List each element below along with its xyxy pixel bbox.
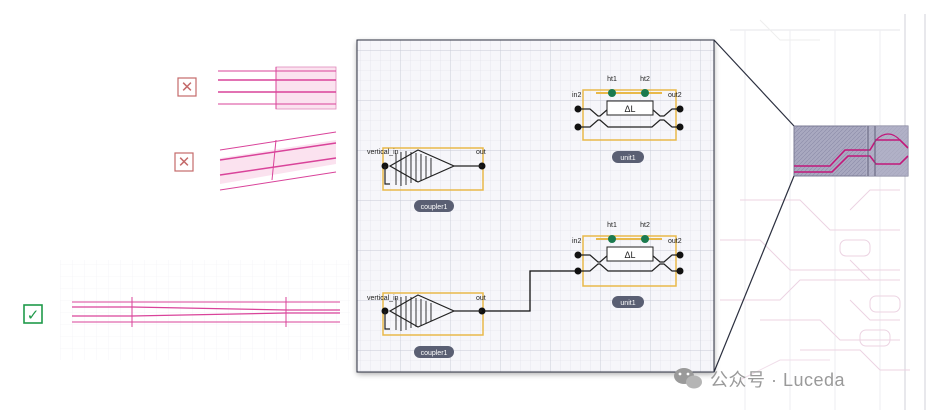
valid-marker: ✓ [23, 304, 43, 324]
circuit-panel [356, 39, 715, 373]
coupler-block-bottom: vertical_in out coupler1 [367, 292, 486, 358]
right-background-layout [720, 14, 926, 410]
component-name: coupler1 [421, 350, 448, 357]
waveguide-example-2 [219, 131, 337, 191]
cross-icon: ✕ [178, 154, 191, 171]
cross-icon: ✕ [181, 79, 194, 96]
heater-port [608, 89, 616, 97]
port-label: out2 [668, 238, 682, 245]
watermark-text: 公众号 · Luceda [710, 370, 846, 390]
port-label: out [476, 295, 486, 302]
heater-label: ht1 [607, 76, 617, 83]
component-name: unit1 [620, 300, 635, 307]
heater-port [641, 89, 649, 97]
heater-label: ht1 [607, 222, 617, 229]
port-label: vertical_in [367, 295, 399, 302]
component-name: coupler1 [421, 204, 448, 211]
port-label: in2 [572, 238, 581, 245]
component-tag [612, 296, 644, 308]
heater-port [608, 235, 616, 243]
component-name: unit1 [620, 155, 635, 162]
port-label: out2 [668, 92, 682, 99]
delta-length-label: ΔL [624, 104, 635, 114]
invalid-marker-1: ✕ [177, 77, 197, 97]
port-label: out [476, 149, 486, 156]
zoom-window [793, 125, 909, 177]
component-tag [612, 151, 644, 163]
unit-block-bottom: ht1 ht2 in2 out2 ΔL unit1 [572, 222, 684, 308]
check-icon: ✓ [27, 307, 40, 324]
watermark: 公众号 · Luceda [674, 368, 846, 390]
unit-block-top: ht1 ht2 in2 out2 ΔL unit1 [572, 76, 684, 163]
heater-label: ht2 [640, 222, 650, 229]
left-panel: ✕ ✕ ✓ [23, 66, 340, 327]
zoom-connector-top [713, 39, 795, 127]
invalid-marker-2: ✕ [174, 152, 194, 172]
heater-port [641, 235, 649, 243]
delta-length-label: ΔL [624, 250, 635, 260]
component-tag [414, 346, 454, 358]
wechat-icon [674, 368, 702, 389]
zoom-connector-bottom [713, 175, 795, 373]
waveguide-example-1 [218, 66, 337, 110]
port-label: vertical_in [367, 149, 399, 156]
heater-label: ht2 [640, 76, 650, 83]
coupler-block-top: vertical_in out coupler1 [367, 147, 486, 212]
port-label: in2 [572, 92, 581, 99]
component-tag [414, 200, 454, 212]
connection-wire [482, 270, 578, 312]
waveguide-example-3 [72, 297, 340, 327]
